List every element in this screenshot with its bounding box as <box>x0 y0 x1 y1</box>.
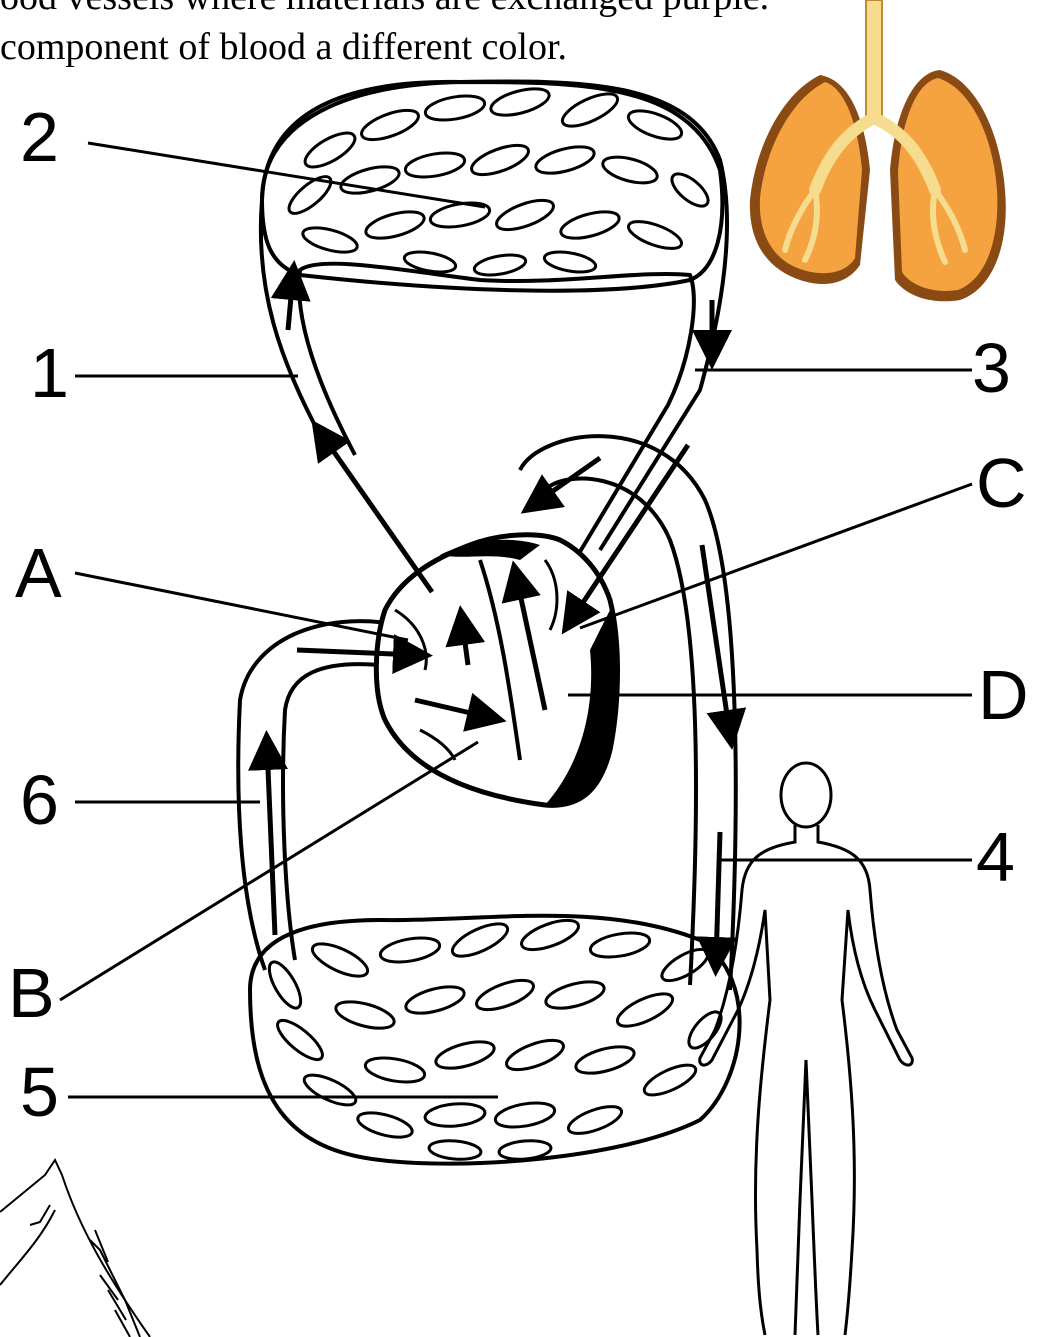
lungs-clipart <box>750 0 1006 301</box>
lung-capillaries <box>284 84 714 279</box>
human-body-outline <box>700 763 913 1335</box>
label-b: B <box>8 958 55 1028</box>
heart <box>376 535 617 805</box>
label-2: 2 <box>20 102 59 172</box>
label-a: A <box>15 538 62 608</box>
label-1: 1 <box>30 338 69 408</box>
label-c: C <box>976 448 1027 518</box>
body-capillaries <box>263 914 726 1161</box>
label-5: 5 <box>20 1057 59 1127</box>
label-4: 4 <box>976 822 1015 892</box>
label-d: D <box>978 660 1029 730</box>
label-3: 3 <box>972 333 1011 403</box>
partial-sketch <box>0 1160 150 1337</box>
label-6: 6 <box>20 765 59 835</box>
